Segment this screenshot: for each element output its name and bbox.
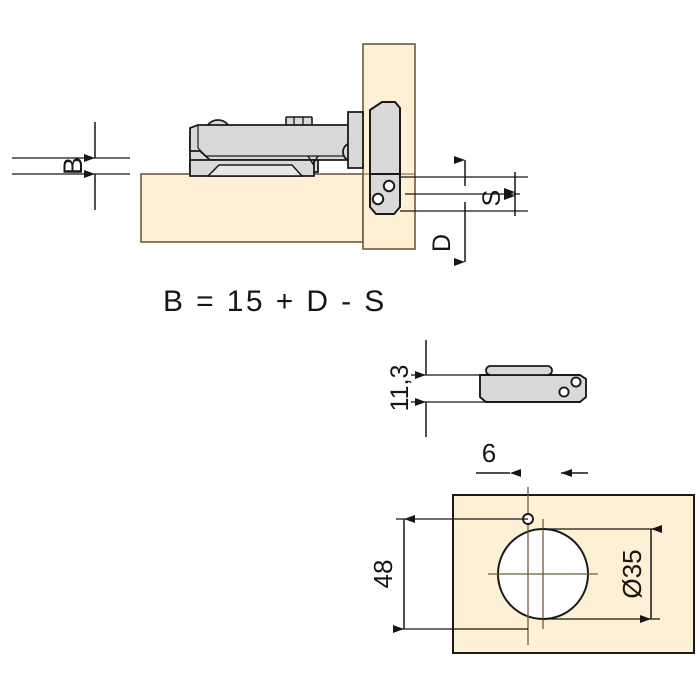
dimension-label-6: 6 [482,438,496,468]
hinge-assembly [189,101,401,215]
cabinet-panel [140,173,364,243]
plate-detail-view: 11,3 [386,340,587,437]
dimension-label-b: B [58,157,88,175]
dimension-label-cup-diameter: Ø35 [617,549,647,598]
dimension-label-48: 48 [368,560,398,589]
dimension-48: 48 [368,515,528,633]
dimension-d: D [405,156,520,266]
drilling-pattern-view: 48 Ø35 6 [368,438,695,654]
side-section-view: B S D [12,43,528,266]
dimension-6: 6 [476,438,588,477]
dimension-b: B [12,122,130,210]
dimension-label-plate-height: 11,3 [386,365,414,412]
formula-group: B = 15 + D - S [163,285,387,318]
formula-text: B = 15 + D - S [163,285,387,318]
dimension-label-s: S [478,190,506,207]
dimension-d35: Ø35 [543,525,662,623]
dimension-label-d: D [428,234,456,252]
dimension-11-3: 11,3 [386,340,490,437]
